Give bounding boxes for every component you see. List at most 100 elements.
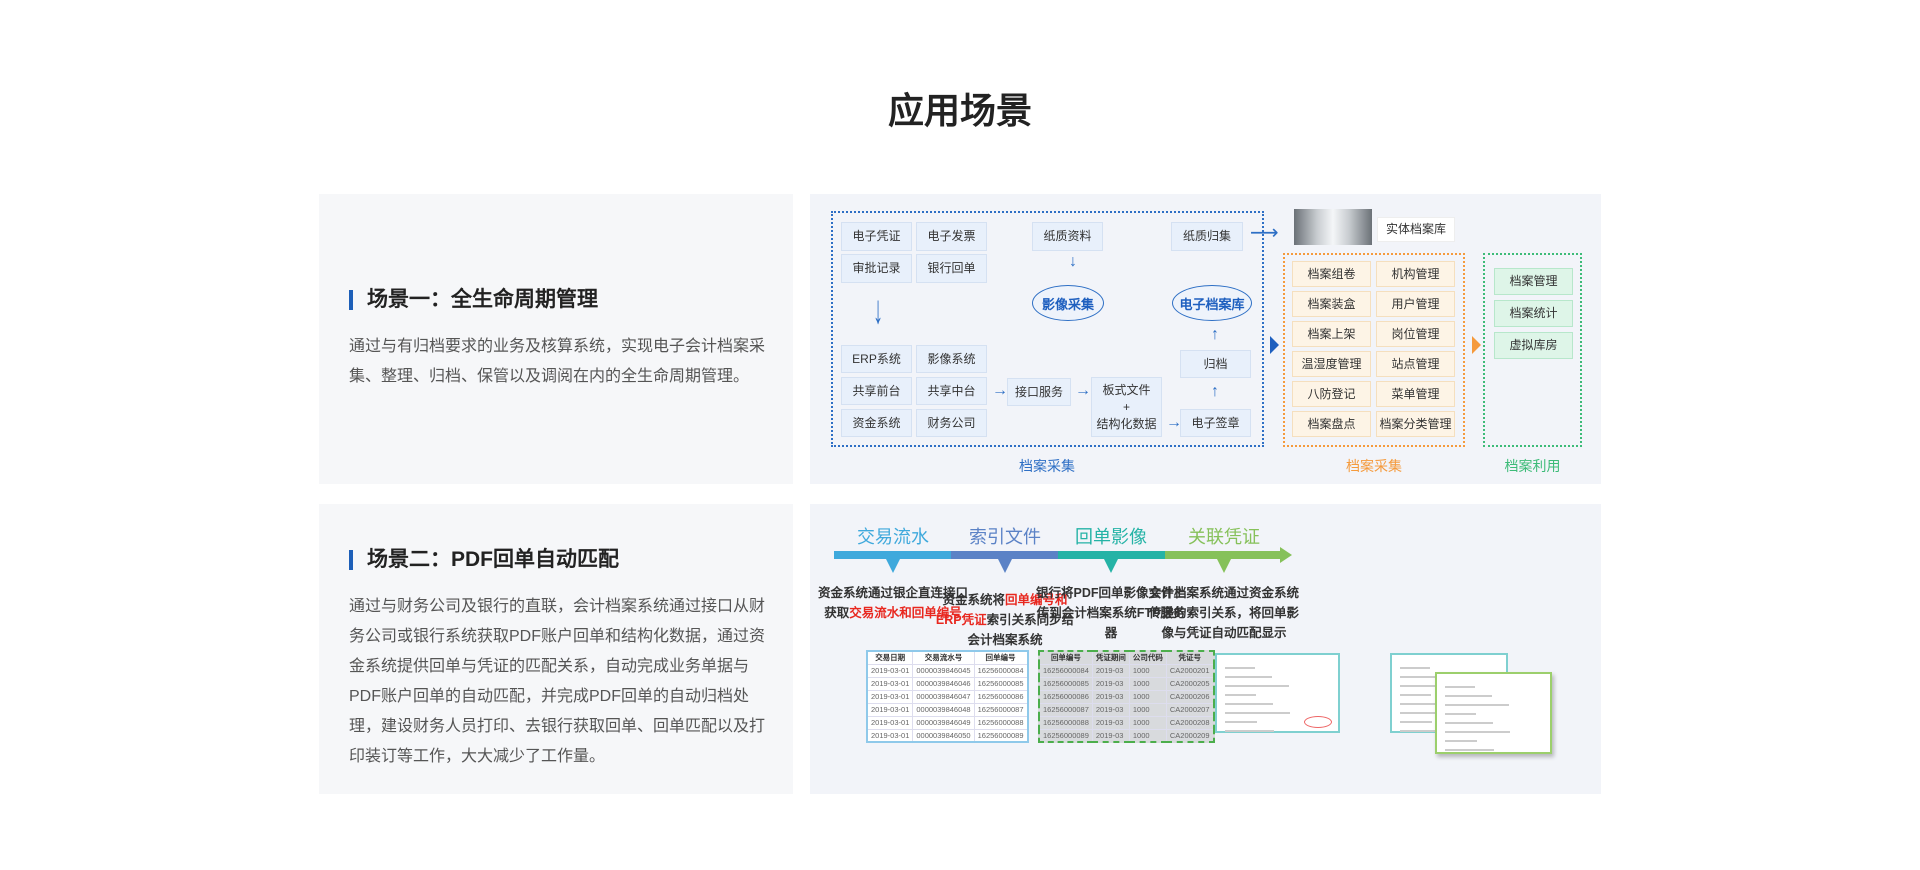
table-cell: 2019-03 [1091, 702, 1130, 717]
receipt-text-line [1445, 722, 1493, 724]
table-header: 公司代码 [1128, 650, 1167, 665]
manage-item: 档案盘点 [1292, 411, 1371, 437]
scene2-text-card: 场景二：PDF回单自动匹配 通过与财务公司及银行的直联，会计档案系统通过接口从财… [319, 504, 793, 794]
table-cell: 1000 [1128, 728, 1167, 743]
table-cell: 16256000088 [973, 715, 1029, 730]
table-cell: 16256000084 [973, 663, 1029, 678]
paper-material-box: 纸质资料 [1032, 222, 1103, 251]
table-header: 回单编号 [1038, 650, 1093, 665]
receipt-text-line [1400, 694, 1431, 696]
table-cell: 2019-03 [1091, 663, 1130, 678]
receipt-text-line [1225, 703, 1273, 705]
manage-item: 机构管理 [1376, 261, 1455, 287]
format-file-box: 板式文件+结构化数据 [1091, 377, 1162, 437]
table-cell: 0000039846046 [912, 676, 975, 691]
receipt-text-line [1400, 676, 1447, 678]
scene1-text-card: 场景一：全生命周期管理 通过与有归档要求的业务及核算系统，实现电子会计档案采集、… [319, 194, 793, 484]
image-capture-ellipse: 影像采集 [1032, 285, 1104, 321]
table-cell: 1000 [1128, 689, 1167, 704]
use-item: 档案统计 [1494, 300, 1573, 327]
use-item: 档案管理 [1494, 268, 1573, 295]
collect-dotted-frame [831, 211, 1264, 447]
table-cell: 2019-03-01 [866, 689, 914, 704]
scene2-description: 通过与财务公司及银行的直联，会计档案系统通过接口从财务公司或银行系统获取PDF账… [349, 598, 766, 765]
table-cell: 1000 [1128, 702, 1167, 717]
table-cell: 2019-03-01 [866, 728, 914, 743]
timeline-segment [1165, 551, 1280, 559]
table-cell: 2019-03-01 [866, 715, 914, 730]
receipt-text-line [1445, 695, 1492, 697]
table-cell: 2019-03 [1091, 715, 1130, 730]
step-title: 关联凭证 [1188, 527, 1260, 547]
scene1-title: 场景一：全生命周期管理 [349, 289, 598, 310]
play-arrow-icon [1472, 336, 1481, 354]
arrow-icon: ↓ [1069, 253, 1077, 270]
system-box: 共享前台 [841, 377, 912, 405]
manage-item: 档案组卷 [1292, 261, 1371, 287]
timeline-marker-icon [1217, 559, 1231, 573]
manage-item: 八防登记 [1292, 381, 1371, 407]
table-cell: 0000039846050 [912, 728, 975, 743]
page-title: 应用场景 [887, 90, 1032, 131]
table-cell: CA2000201 [1165, 663, 1215, 678]
e-seal-box: 电子签章 [1180, 409, 1251, 437]
receipt-text-line [1445, 686, 1475, 688]
table-header: 回单编号 [973, 650, 1029, 665]
interface-service-box: 接口服务 [1007, 378, 1071, 406]
manage-label: 档案采集 [1346, 458, 1402, 474]
table-cell: CA2000208 [1165, 715, 1215, 730]
receipt-text-line [1400, 730, 1449, 732]
receipt-text-line [1225, 730, 1274, 732]
system-box: 财务公司 [916, 409, 987, 437]
receipt-text-line [1400, 712, 1465, 714]
table-cell: 16256000086 [973, 689, 1029, 704]
desc-fragment: 交易流水和回单编号 [849, 606, 962, 620]
arrow-icon: ↑ [1211, 326, 1219, 343]
voucher-image [1435, 672, 1552, 754]
e-archive-db-ellipse: 电子档案库 [1172, 285, 1252, 321]
receipt-text-line [1400, 667, 1430, 669]
receipt-text-line [1445, 749, 1494, 751]
play-arrow-icon [1270, 336, 1279, 354]
table-cell: 1000 [1128, 676, 1167, 691]
receipt-text-line [1400, 685, 1464, 687]
manage-dotted-frame [1283, 253, 1465, 447]
table-cell: 16256000087 [1038, 702, 1093, 717]
table-cell: 2019-03-01 [866, 676, 914, 691]
table-cell: 16256000084 [1038, 663, 1093, 678]
scene1-description: 通过与有归档要求的业务及核算系统，实现电子会计档案采集、整理、归档、保管以及调阅… [349, 338, 766, 385]
manage-item: 用户管理 [1376, 291, 1455, 317]
source-box: 电子凭证 [841, 222, 912, 251]
manage-item: 岗位管理 [1376, 321, 1455, 347]
table-cell: CA2000205 [1165, 676, 1215, 691]
table-cell: 2019-03 [1091, 676, 1130, 691]
table-cell: 1000 [1128, 715, 1167, 730]
desc-fragment: 资金系统将 [942, 593, 1005, 607]
timeline-marker-icon [886, 559, 900, 573]
timeline-marker-icon [998, 559, 1012, 573]
table-cell: 0000039846045 [912, 663, 975, 678]
table-cell: 16256000089 [973, 728, 1029, 743]
table-cell: CA2000206 [1165, 689, 1215, 704]
arrow-icon: → [1166, 414, 1182, 431]
desc-fragment: 回单编号和ERP凭证 [935, 593, 1068, 627]
table-header: 凭证号 [1165, 650, 1215, 665]
receipt-text-line [1225, 667, 1255, 669]
system-box: 共享中台 [916, 377, 987, 405]
paper-collect-box: 纸质归集 [1171, 222, 1243, 251]
use-item: 虚拟库房 [1494, 332, 1573, 359]
timeline-segment [834, 551, 951, 559]
receipt-text-line [1445, 704, 1509, 706]
arrow-icon: ↑ [1211, 383, 1219, 400]
source-box: 银行回单 [916, 254, 987, 283]
manage-item: 档案上架 [1292, 321, 1371, 347]
table-cell: 0000039846049 [912, 715, 975, 730]
receipt-text-line [1225, 694, 1256, 696]
